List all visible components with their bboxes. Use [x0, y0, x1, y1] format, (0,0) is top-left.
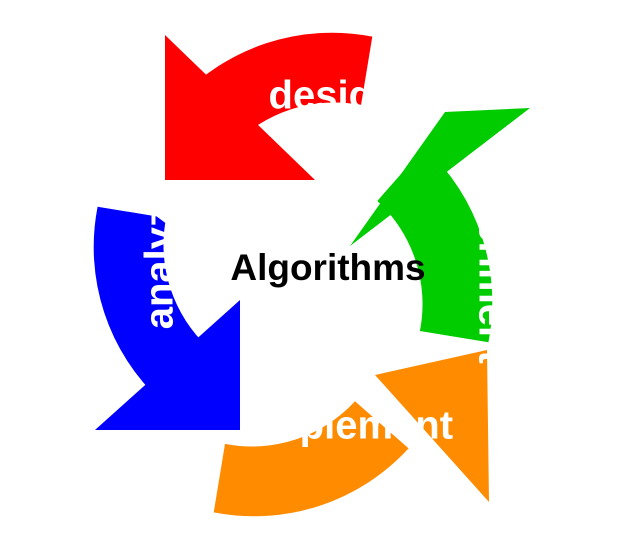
implement-label: implement	[253, 404, 453, 448]
experiment-label: experiment	[470, 150, 514, 363]
implement-arrow-body	[213, 401, 409, 517]
analyze-label: analyze	[138, 185, 182, 330]
center-title: Algorithms	[230, 247, 425, 288]
analyze-arrow-body	[93, 206, 209, 402]
design-arrow	[165, 32, 373, 180]
analyze-arrow	[93, 206, 240, 430]
implement-arrow	[213, 350, 489, 517]
experiment-arrow	[350, 108, 530, 343]
implement-arrowhead	[375, 350, 489, 502]
analyze-arrowhead	[95, 300, 240, 430]
experiment-arrowhead	[350, 108, 530, 246]
design-label: design	[269, 74, 398, 118]
design-arrowhead	[165, 35, 315, 180]
